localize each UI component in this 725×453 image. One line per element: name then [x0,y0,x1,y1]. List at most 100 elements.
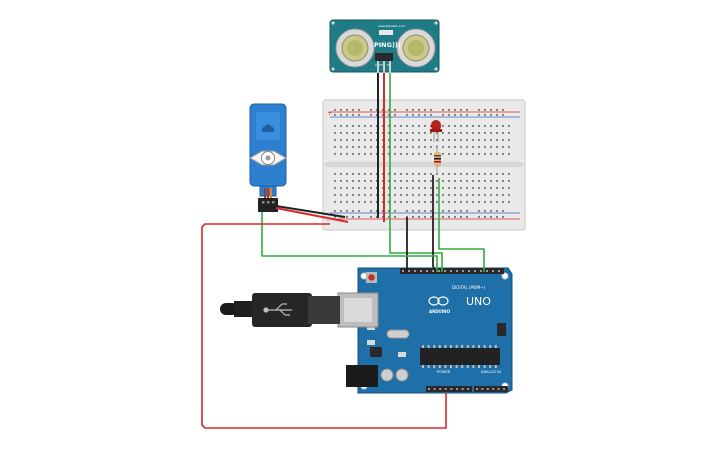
breadboard-hole [502,125,504,127]
breadboard-hole [406,114,408,116]
servo-horn[interactable] [249,150,287,166]
breadboard-hole [364,125,366,127]
rail-minus-label: - [327,217,329,224]
breadboard-hole [490,201,492,203]
chip-pin [427,345,430,348]
breadboard-hole [424,216,426,218]
breadboard-hole [430,153,432,155]
wires [201,73,485,429]
breadboard-hole [424,210,426,212]
header-pin [444,388,447,390]
breadboard-hole [490,194,492,196]
breadboard-hole [466,109,468,111]
resistor[interactable] [434,145,441,174]
ping-sensor[interactable]: PING))) www.Parallax.com GND 5V SIG [329,19,440,73]
breadboard-hole [406,216,408,218]
breadboard-hole [382,139,384,141]
breadboard-hole [502,194,504,196]
breadboard-hole [496,153,498,155]
breadboard-hole [496,201,498,203]
header-pin [498,270,500,272]
breadboard-hole [478,180,480,182]
breadboard-hole [454,139,456,141]
breadboard-hole [340,180,342,182]
header-pin [420,270,422,272]
breadboard-hole [412,187,414,189]
breadboard-hole [412,180,414,182]
breadboard-hole [472,173,474,175]
breadboard-hole [334,109,336,111]
breadboard-hole [442,216,444,218]
breadboard-hole [508,187,510,189]
red-led[interactable] [430,120,442,142]
wire-servo-power [275,207,349,223]
breadboard-hole [484,146,486,148]
usb-cable[interactable] [220,293,340,327]
breadboard-hole [406,125,408,127]
breadboard-hole [472,139,474,141]
breadboard-hole [424,125,426,127]
reset-button[interactable] [366,272,377,283]
breadboard-hole [490,146,492,148]
breadboard-hole [340,146,342,148]
breadboard-hole [436,187,438,189]
breadboard-hole [502,187,504,189]
breadboard-hole [334,146,336,148]
header-pin [402,270,404,272]
header-pin [438,270,440,272]
breadboard-hole [430,139,432,141]
breadboard-hole [508,139,510,141]
breadboard-hole [430,180,432,182]
breadboard-hole [382,180,384,182]
chip-pin [494,345,497,348]
breadboard-hole [418,146,420,148]
breadboard-hole [454,109,456,111]
breadboard-hole [478,109,480,111]
breadboard-hole [460,180,462,182]
breadboard-hole [418,180,420,182]
breadboard-hole [508,146,510,148]
breadboard-hole [442,139,444,141]
breadboard-hole [370,146,372,148]
breadboard-hole [490,153,492,155]
wire-servo-signal [261,212,438,272]
breadboard-hole [472,125,474,127]
breadboard-hole [442,153,444,155]
breadboard-hole [370,187,372,189]
breadboard-hole [430,132,432,134]
chip-pin [444,345,447,348]
breadboard-hole [484,153,486,155]
breadboard-hole [466,132,468,134]
breadboard[interactable]: + - [322,99,526,231]
breadboard-hole [484,194,486,196]
header-pin [439,388,442,390]
breadboard-hole [406,109,408,111]
header-pin [503,388,505,390]
breadboard-hole [382,153,384,155]
chip-pin [433,345,436,348]
chip-pin [472,345,475,348]
breadboard-hole [388,210,390,212]
breadboard-hole [436,132,438,134]
arduino-uno-board[interactable]: DIGITAL (PWM~) ARDUINO UNO POWER ANALOG … [357,267,513,394]
breadboard-hole [370,210,372,212]
breadboard-hole [400,201,402,203]
chip-pin [478,365,480,368]
breadboard-hole [454,173,456,175]
servo-motor[interactable] [249,103,287,212]
breadboard-hole [334,125,336,127]
breadboard-hole [418,210,420,212]
breadboard-hole [364,132,366,134]
breadboard-hole [394,132,396,134]
analog-in-label: ANALOG IN [481,370,501,374]
breadboard-hole [448,187,450,189]
breadboard-hole [370,114,372,116]
breadboard-hole [358,194,360,196]
breadboard-hole [346,114,348,116]
breadboard-hole [394,109,396,111]
breadboard-hole [346,153,348,155]
breadboard-hole [364,146,366,148]
breadboard-hole [352,216,354,218]
breadboard-hole [430,109,432,111]
breadboard-hole [388,187,390,189]
